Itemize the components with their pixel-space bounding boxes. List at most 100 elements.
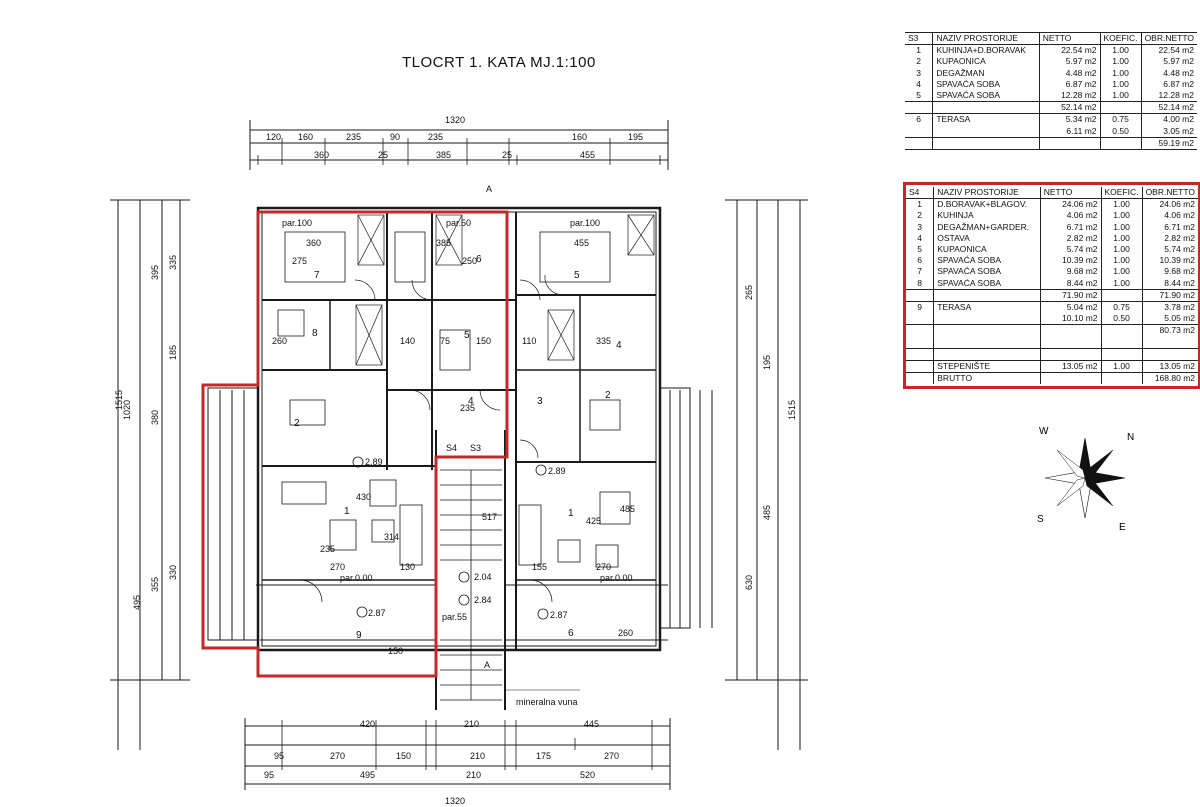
room-dim-385: 385 xyxy=(436,238,451,248)
dim-bot-445: 445 xyxy=(584,719,599,729)
height-204: 2.04 xyxy=(474,572,492,582)
room-dim-517: 517 xyxy=(482,512,497,522)
stair xyxy=(440,469,502,701)
label-par100-right: par.100 xyxy=(570,218,600,228)
bottom-dimension-ticks xyxy=(281,720,653,770)
dim-top-r2-3: 455 xyxy=(580,150,595,160)
dim-top-r2-25b: 25 xyxy=(502,150,512,160)
dim-top-1: 120 xyxy=(266,132,281,142)
room-number-5-s3: 5 xyxy=(574,270,580,281)
room-dim-430: 430 xyxy=(356,492,371,502)
compass-n: N xyxy=(1127,432,1134,443)
s3-hdr-no: S3 xyxy=(905,33,933,46)
dim-left-185: 185 xyxy=(168,345,178,360)
room-dim-75: 75 xyxy=(440,336,450,346)
s4-apartment-outline xyxy=(201,210,509,678)
dim-bot-270b: 270 xyxy=(604,751,619,761)
dim-total-top: 1320 xyxy=(445,115,465,125)
room-number-3: 3 xyxy=(537,396,543,407)
dim-top-5: 235 xyxy=(428,132,443,142)
dim-left-total: 1020 xyxy=(122,400,132,420)
height-287-right: 2.87 xyxy=(550,610,568,620)
plan-text: 1320 1320 120 160 235 90 235 160 195 360… xyxy=(114,115,797,806)
doors xyxy=(299,274,564,603)
s3-hdr-netto: NETTO xyxy=(1038,33,1101,46)
dim-bot-175: 175 xyxy=(536,751,551,761)
label-s4: S4 xyxy=(446,443,457,453)
dim-top-4: 90 xyxy=(390,132,400,142)
label-par55: par.55 xyxy=(442,612,467,622)
dim-left-330: 330 xyxy=(168,565,178,580)
dim-top-2: 160 xyxy=(298,132,313,142)
room-number-6: 6 xyxy=(476,254,482,265)
s4-hdr-netto: NETTO xyxy=(1039,187,1102,200)
top-dimension-ticks xyxy=(257,138,661,165)
room-dim-314: 314 xyxy=(384,532,399,542)
room-dim-150: 150 xyxy=(476,336,491,346)
dim-left-395: 395 xyxy=(150,265,160,280)
room-dim-260: 260 xyxy=(272,336,287,346)
dim-bot3-210: 210 xyxy=(466,770,481,780)
dim-right-265: 265 xyxy=(744,285,754,300)
room-dim-155: 155 xyxy=(532,562,547,572)
label-par50: par.50 xyxy=(446,218,471,228)
table-row-blank xyxy=(906,336,1198,349)
room-dim-130: 130 xyxy=(400,562,415,572)
room-dim-485: 485 xyxy=(620,504,635,514)
dim-top-7: 195 xyxy=(628,132,643,142)
s4-hdr-name: NAZIV PROSTORIJE xyxy=(933,187,1041,200)
dim-bot3-495: 495 xyxy=(360,770,375,780)
room-dim-140: 140 xyxy=(400,336,415,346)
room-number-1-s3: 1 xyxy=(568,508,574,519)
compass-w: W xyxy=(1039,426,1049,437)
dim-bot3-95: 95 xyxy=(264,770,274,780)
table-row-total: 59.19 m2 xyxy=(905,136,1197,149)
dim-right-195: 195 xyxy=(762,355,772,370)
dim-top-r2-1: 360 xyxy=(314,150,329,160)
label-s3: S3 xyxy=(470,443,481,453)
room-number-5-s4: 5 xyxy=(464,330,470,341)
s4-hdr-koef: KOEFIC. xyxy=(1100,187,1143,200)
s4-hdr-no: S4 xyxy=(906,187,934,200)
dim-left-495: 495 xyxy=(132,595,142,610)
dim-left-380: 380 xyxy=(150,410,160,425)
room-dim-250: 250 xyxy=(462,256,477,266)
dim-top-3: 235 xyxy=(346,132,361,142)
dim-bot-150: 150 xyxy=(396,751,411,761)
dim-top-6: 160 xyxy=(572,132,587,142)
room-dim-360: 360 xyxy=(306,238,321,248)
area-table-s4: S4 NAZIV PROSTORIJE NETTO KOEFIC. OBR.NE… xyxy=(903,182,1200,390)
dim-top-r2-2: 385 xyxy=(436,150,451,160)
dim-left-355: 355 xyxy=(150,577,160,592)
room-dim-260b: 260 xyxy=(618,628,633,638)
room-number-1-s4: 1 xyxy=(344,506,350,517)
dim-left-335: 335 xyxy=(168,255,178,270)
label-par100-left: par.100 xyxy=(282,218,312,228)
label-par000-left: par.0.00 xyxy=(340,573,373,583)
dim-left-overall: 1515 xyxy=(114,390,124,410)
dim-bot-270: 270 xyxy=(330,751,345,761)
height-289-left: 2.89 xyxy=(365,457,383,467)
room-number-2-s3: 2 xyxy=(605,390,611,401)
north-compass: N S E W xyxy=(1037,426,1134,533)
room-dim-110: 110 xyxy=(522,336,536,346)
dim-bot3-520: 520 xyxy=(580,770,595,780)
room-number-9: 9 xyxy=(356,630,362,641)
dim-right-485: 485 xyxy=(762,505,772,520)
